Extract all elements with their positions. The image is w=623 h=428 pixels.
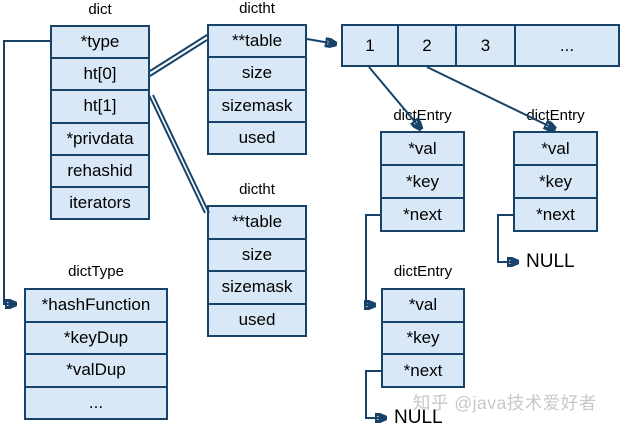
dictht-top-title: dictht bbox=[239, 0, 275, 17]
dictht-row-used: used bbox=[209, 302, 305, 336]
dictht-row-sizemask: sizemask bbox=[209, 270, 305, 303]
dictentry-row-next: *next bbox=[515, 197, 596, 230]
arrow-table-to-buckets bbox=[306, 39, 336, 44]
dictentry-topleft-title: dictEntry bbox=[393, 107, 452, 124]
dict-row-iterators: iterators bbox=[52, 185, 148, 218]
dict-row-ht0: ht[0] bbox=[52, 57, 148, 89]
dict-row-privdata: *privdata bbox=[52, 121, 148, 154]
bucket-cell-1: 1 bbox=[365, 35, 375, 55]
dict-row-rehashid: rehashid bbox=[52, 153, 148, 186]
bucket-array: 1 2 3 ... bbox=[341, 24, 620, 67]
dicttype-title: dictType bbox=[68, 263, 124, 280]
bucket-cell-ellipsis: ... bbox=[514, 26, 618, 65]
link-ht0-line1 bbox=[149, 34, 208, 72]
dictentry-row-key: *key bbox=[383, 320, 463, 354]
dictht-row-used: used bbox=[209, 120, 305, 153]
zhihu-watermark: 知乎 @java技术爱好者 bbox=[413, 393, 597, 413]
dict-title: dict bbox=[88, 1, 112, 18]
dictentry-row-next: *next bbox=[383, 353, 463, 386]
dictht-row-table: **table bbox=[231, 212, 283, 232]
dictentry-row-key: *key bbox=[515, 164, 596, 197]
bucket-cell-2: 2 bbox=[397, 26, 455, 65]
dict-struct: *type ht[0] ht[1] *privdata rehashid ite… bbox=[50, 25, 150, 220]
bucket-cell-3: 3 bbox=[455, 26, 514, 65]
dicttype-struct: *hashFunction *keyDup *valDup ... bbox=[24, 288, 168, 420]
dictentry-row-val: *val bbox=[541, 138, 570, 158]
link-ht0-line2 bbox=[149, 39, 208, 77]
dicttype-row-valdup: *valDup bbox=[26, 353, 166, 386]
arrow-next-to-entry-bottom bbox=[366, 214, 380, 305]
dictentry-bottom-title: dictEntry bbox=[393, 263, 453, 280]
dictentry-topright-struct: *val *key *next bbox=[513, 131, 598, 232]
dicttype-row-ellipsis: ... bbox=[26, 385, 166, 419]
dictht-row-size: size bbox=[209, 56, 305, 88]
null-label-bottom: NULL bbox=[394, 407, 443, 428]
dictentry-row-val: *val bbox=[408, 138, 437, 158]
dictht-top-struct: **table size sizemask used bbox=[207, 24, 307, 155]
link-ht1-line1 bbox=[148, 94, 206, 214]
dictentry-topleft-struct: *val *key *next bbox=[380, 131, 465, 232]
null-label-right: NULL bbox=[526, 251, 575, 272]
dictentry-bottom-struct: *val *key *next bbox=[381, 288, 465, 388]
dictht-bottom-struct: **table size sizemask used bbox=[207, 205, 307, 337]
dictentry-row-next: *next bbox=[382, 197, 463, 230]
dictht-row-table: **table bbox=[231, 31, 283, 51]
dictht-row-sizemask: sizemask bbox=[209, 88, 305, 121]
dictentry-row-key: *key bbox=[382, 164, 463, 197]
dict-row-ht1: ht[1] bbox=[52, 89, 148, 121]
dictentry-row-val: *val bbox=[408, 295, 438, 315]
dicttype-row-hashfunction: *hashFunction bbox=[41, 295, 151, 315]
dicttype-row-keydup: *keyDup bbox=[26, 320, 166, 354]
dictht-row-size: size bbox=[209, 237, 305, 271]
dictentry-topright-title: dictEntry bbox=[526, 107, 585, 124]
dict-row-type: *type bbox=[80, 32, 120, 52]
dictht-bottom-title: dictht bbox=[239, 181, 275, 198]
link-ht1-line2 bbox=[152, 94, 210, 214]
